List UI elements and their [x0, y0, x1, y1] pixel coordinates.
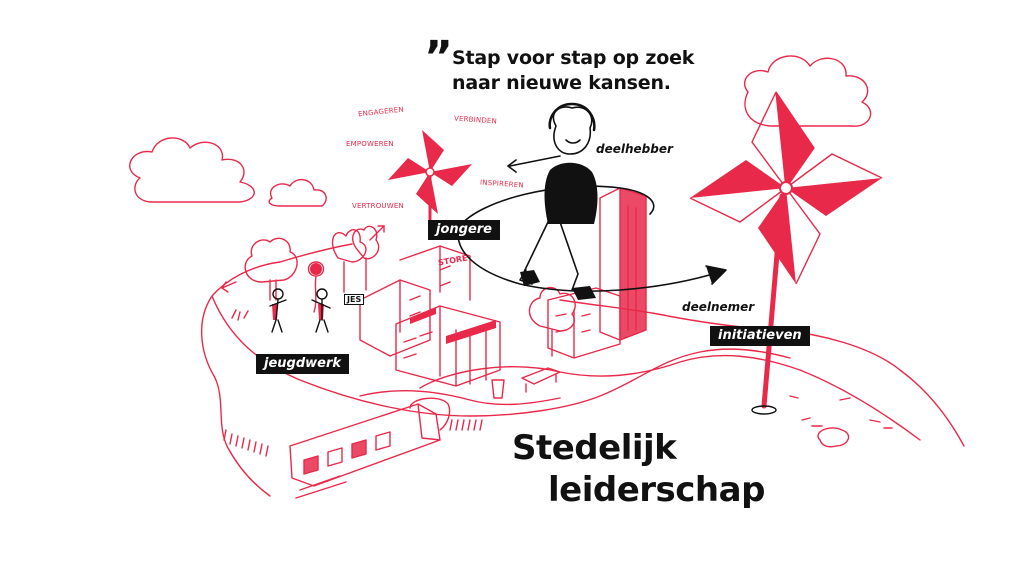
- river: [419, 354, 921, 441]
- tree-cluster: [331, 225, 380, 293]
- title-line-1: Stedelijk: [512, 428, 677, 468]
- cloud-left: [129, 137, 255, 203]
- cloud-left-small: [268, 179, 327, 207]
- cloud-right: [743, 55, 872, 127]
- arrow-deelhebber: [509, 155, 561, 167]
- person-body: [544, 162, 598, 224]
- quote-line-1: Stap voor stap op zoek: [452, 47, 695, 69]
- jes-sign: JES: [344, 294, 365, 305]
- balloon: [307, 261, 325, 313]
- pinwheel-small: [388, 130, 472, 224]
- quote-line-2: naar nieuwe kansen.: [452, 72, 671, 94]
- buildings-left: [359, 245, 471, 357]
- buildings-center: [395, 305, 501, 387]
- pond: [817, 427, 850, 448]
- arrow-deelnemer: [457, 225, 721, 292]
- label-deelnemer: deelnemer: [682, 300, 755, 314]
- quote-text: Stap voor stap op zoek naar nieuwe kanse…: [452, 46, 694, 96]
- bin: [491, 379, 505, 399]
- pinwheel-large: [689, 91, 883, 415]
- value-empoweren: EMPOWEREN: [346, 140, 394, 148]
- bench: [521, 367, 561, 393]
- tree-right: [528, 287, 576, 357]
- label-deelhebber: deelhebber: [596, 142, 673, 156]
- tag-initiatieven: initiatieven: [710, 326, 810, 346]
- tag-jeugdwerk: jeugdwerk: [256, 354, 350, 374]
- island-outline: [201, 243, 965, 497]
- tunnel: [409, 397, 451, 431]
- value-vertrouwen: VERTROUWEN: [352, 202, 404, 210]
- quote-mark: ”: [424, 32, 453, 83]
- buildings-right: [547, 287, 621, 359]
- title-line-2: leiderschap: [548, 470, 765, 510]
- person-head: [552, 106, 593, 155]
- river-lower: [359, 390, 561, 406]
- tag-jongere: jongere: [428, 220, 500, 240]
